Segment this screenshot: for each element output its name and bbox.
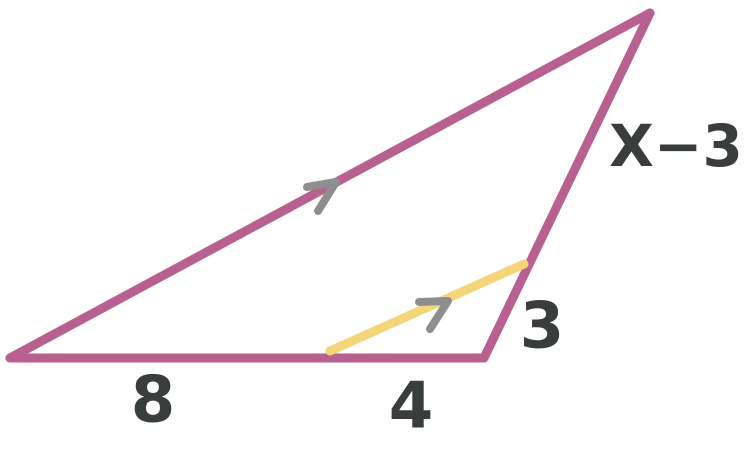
parallel-arrow-icon-top <box>303 178 340 215</box>
parallel-segment <box>325 259 529 356</box>
label-segment-x-minus-3: X−3 <box>609 112 743 180</box>
label-segment-4: 4 <box>389 370 434 444</box>
parallel-arrow-icon-inner <box>415 297 452 333</box>
label-segment-8: 8 <box>131 364 176 438</box>
triangle-side-right <box>479 8 655 363</box>
label-segment-3: 3 <box>520 290 565 364</box>
